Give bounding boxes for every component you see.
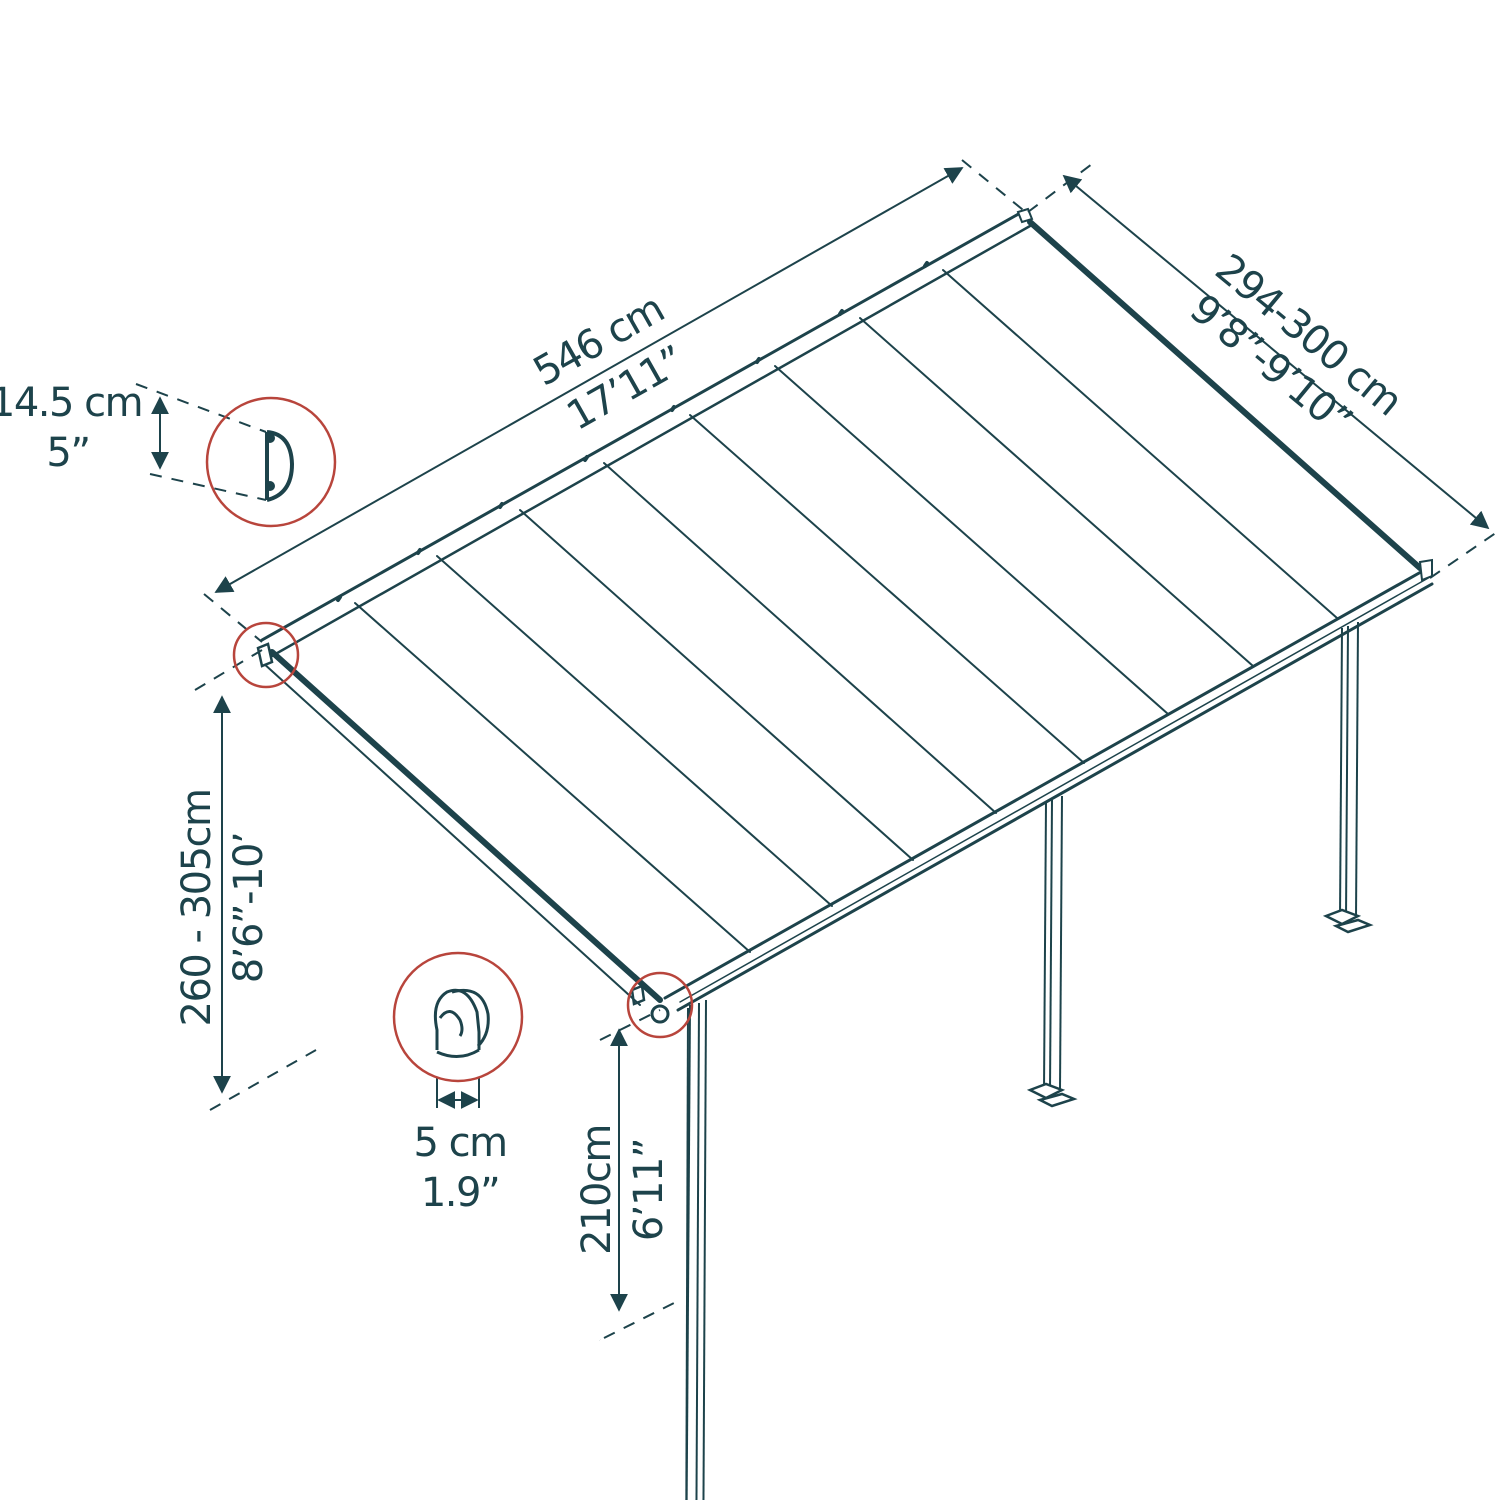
posts xyxy=(685,621,1359,1500)
post-profile-icon xyxy=(433,988,490,1058)
dimension-lines xyxy=(135,159,1500,1500)
wall-height-metric-label: 260 - 305cm xyxy=(174,789,220,1026)
front-height-imperial-label: 6’11” xyxy=(626,1139,672,1241)
front-corner-callout xyxy=(626,971,694,1039)
wall-height-imperial-label: 8’6”-10’ xyxy=(226,833,272,983)
post-feet xyxy=(1026,908,1374,1108)
post-imperial-label: 1.9” xyxy=(421,1170,499,1216)
wall-bracket-callout xyxy=(205,396,337,528)
wall-bracket-icon xyxy=(265,430,295,502)
post-metric-label: 5 cm xyxy=(413,1120,506,1166)
bracket-metric-label: 14.5 cm xyxy=(0,380,142,426)
wall-corner-callout xyxy=(232,621,300,689)
callouts xyxy=(205,396,694,1083)
bracket-imperial-label: 5” xyxy=(46,430,89,476)
post-detail-callout xyxy=(392,951,524,1083)
front-height-metric-label: 210cm xyxy=(574,1125,620,1255)
